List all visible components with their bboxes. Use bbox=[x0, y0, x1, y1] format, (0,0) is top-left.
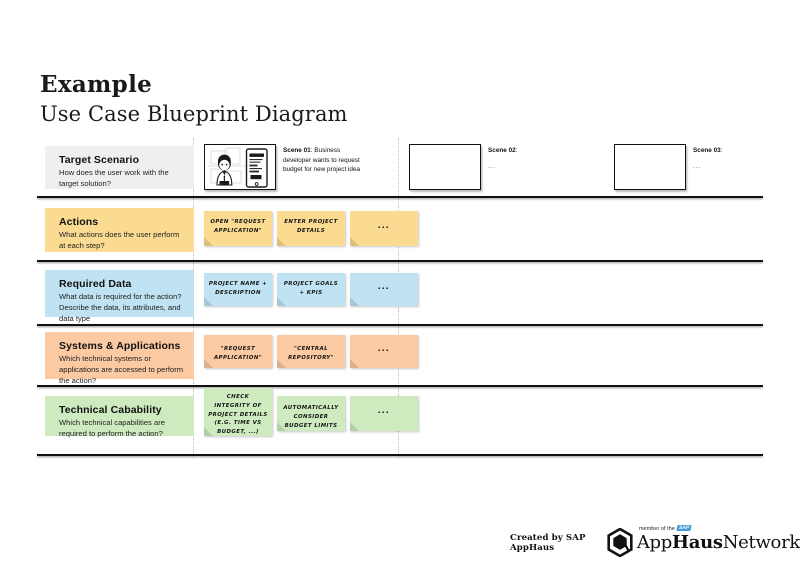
row-separator-4 bbox=[37, 385, 763, 387]
scene-label-rest: : bbox=[515, 147, 518, 154]
row-label-technical-capability: Technical Cabability Which technical cap… bbox=[45, 396, 194, 438]
scene-label: Scene 03: bbox=[693, 146, 723, 156]
scene-illustration-thumbnail bbox=[204, 144, 276, 190]
scene-label-bold: Scene 01 bbox=[283, 147, 311, 154]
sap-badge: SAP bbox=[676, 524, 692, 531]
row-title: Target Scenario bbox=[59, 154, 140, 166]
sticky-note-placeholder[interactable]: ... bbox=[350, 211, 418, 246]
row-description: Which technical systems or applications … bbox=[59, 354, 184, 385]
scene-label: Scene 01: Business developer wants to re… bbox=[283, 146, 361, 175]
scene-placeholder-dots: ... bbox=[693, 162, 701, 170]
row-label-actions: Actions What actions does the user perfo… bbox=[45, 208, 194, 252]
scene-caption-01: Scene 01: Business developer wants to re… bbox=[283, 144, 361, 175]
row-title: Technical Cabability bbox=[59, 404, 162, 416]
sticky-note[interactable]: Check integrity of project details (e.g.… bbox=[204, 388, 272, 436]
row-separator-2 bbox=[37, 260, 763, 262]
row-separator-5 bbox=[37, 454, 763, 456]
row-label-required-data: Required Data What data is required for … bbox=[45, 270, 194, 323]
persona-phone-illustration-icon bbox=[205, 145, 275, 189]
footer-credit: Created by SAP AppHaus bbox=[510, 532, 586, 553]
sticky-note[interactable]: Enter project details bbox=[277, 211, 345, 246]
page-title: Example bbox=[40, 71, 153, 98]
page-subtitle: Use Case Blueprint Diagram bbox=[40, 102, 348, 127]
row-label-systems-applications: Systems & Applications Which technical s… bbox=[45, 332, 194, 385]
page-title-block: Example Use Case Blueprint Diagram bbox=[40, 71, 348, 127]
sticky-note[interactable]: Open "Request Application" bbox=[204, 211, 272, 246]
row-title: Required Data bbox=[59, 278, 132, 290]
sticky-note[interactable]: "Central Repository" bbox=[277, 335, 345, 368]
scene-illustration-placeholder[interactable] bbox=[409, 144, 481, 190]
logo-haus: Haus bbox=[672, 531, 723, 553]
logo-app: App bbox=[636, 531, 672, 553]
logo-wordmark: AppHausNetwork bbox=[636, 531, 800, 553]
scene-label-bold: Scene 03 bbox=[693, 147, 721, 154]
sticky-note-placeholder[interactable]: ... bbox=[350, 335, 418, 368]
scene-label-rest: : Business developer wants to request bu… bbox=[283, 147, 361, 174]
logo-member-text: member of the bbox=[638, 525, 675, 532]
scene-placeholder-dots: ... bbox=[488, 162, 496, 170]
sticky-note-placeholder[interactable]: ... bbox=[350, 396, 418, 431]
scene-header-02: Scene 02: ... bbox=[409, 144, 518, 190]
scene-caption-03: Scene 03: ... bbox=[693, 144, 723, 170]
sticky-note-placeholder[interactable]: ... bbox=[350, 273, 418, 306]
logo-network: Network bbox=[722, 531, 800, 553]
row-separator-1 bbox=[37, 196, 763, 198]
row-separator-3 bbox=[37, 324, 763, 326]
sticky-note[interactable]: Automatically consider budget limits bbox=[277, 396, 345, 431]
row-title: Systems & Applications bbox=[59, 340, 181, 352]
hexagon-logo-icon bbox=[607, 528, 633, 557]
scene-label: Scene 02: bbox=[488, 146, 518, 156]
scene-caption-02: Scene 02: ... bbox=[488, 144, 518, 170]
scene-header-03: Scene 03: ... bbox=[614, 144, 723, 190]
sticky-note[interactable]: "Request Application" bbox=[204, 335, 272, 368]
row-title: Actions bbox=[59, 216, 99, 228]
row-description: What actions does the user perform at ea… bbox=[59, 230, 180, 250]
scene-illustration-placeholder[interactable] bbox=[614, 144, 686, 190]
row-label-target-scenario: Target Scenario How does the user work w… bbox=[45, 146, 194, 189]
sticky-note[interactable]: Project goals + KPIs bbox=[277, 273, 345, 306]
sticky-note[interactable]: Project name + description bbox=[204, 273, 272, 306]
blueprint-grid: Target Scenario How does the user work w… bbox=[37, 138, 763, 458]
scene-header-01: Scene 01: Business developer wants to re… bbox=[204, 144, 361, 190]
scene-label-rest: : bbox=[720, 147, 723, 154]
scene-label-bold: Scene 02 bbox=[488, 147, 516, 154]
row-description: What data is required for the action? De… bbox=[59, 292, 182, 323]
row-description: Which technical capabilities are require… bbox=[59, 418, 165, 438]
row-description: How does the user work with the target s… bbox=[59, 168, 169, 188]
